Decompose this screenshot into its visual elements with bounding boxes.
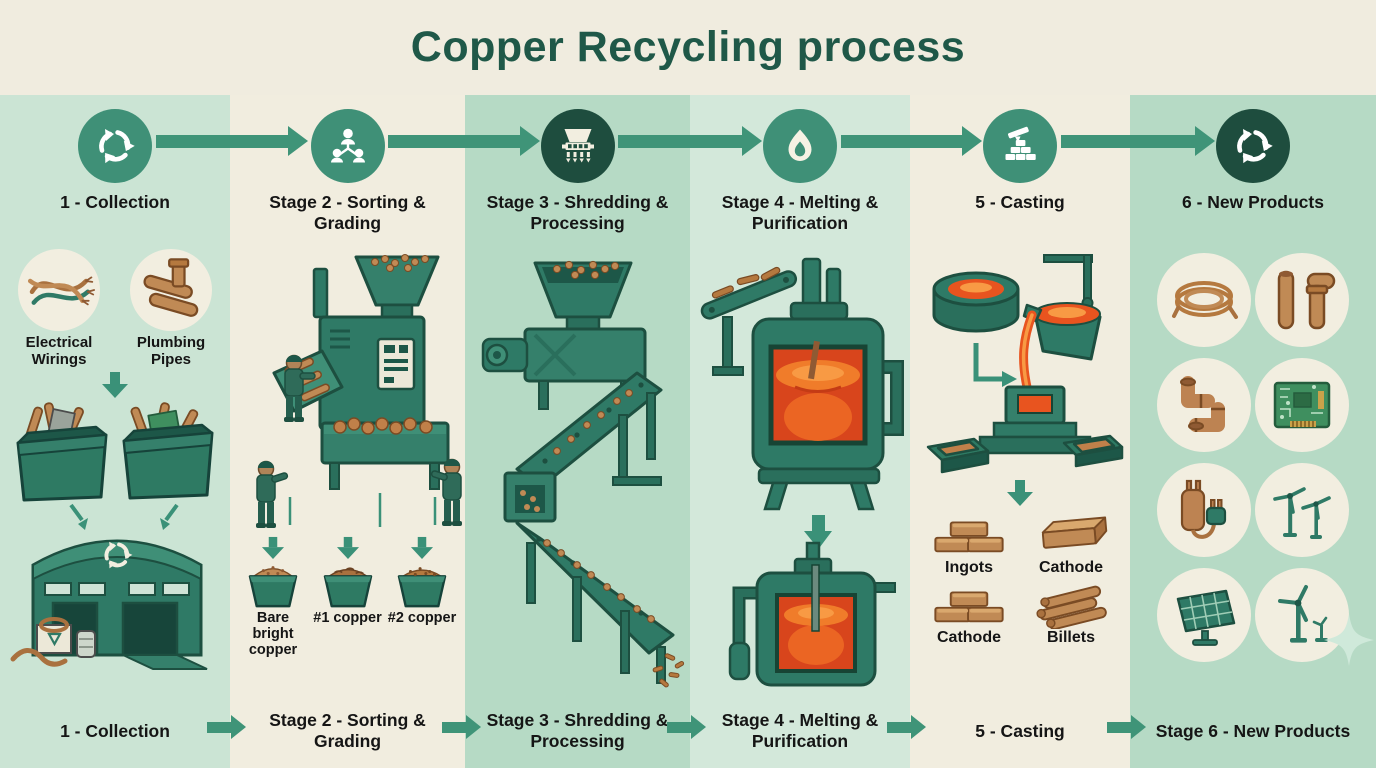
cast-products-grid: Ingots Cathode xyxy=(910,509,1130,647)
cast-product-cathode-2: Cathode xyxy=(918,579,1020,647)
stage-4-bottom-label: Stage 4 - Melting & Purification xyxy=(721,710,879,751)
stage-5-icon-circle xyxy=(983,109,1057,183)
wind-turbine-icon xyxy=(1255,568,1349,662)
grade-bin-icon xyxy=(248,566,298,608)
shredding-illustration xyxy=(465,247,690,694)
sorting-people-icon xyxy=(330,128,365,163)
electric-plug-heater-icon xyxy=(1157,463,1251,557)
collection-sources-row: Electrical Wirings xyxy=(7,249,223,369)
stage-5-top-label: 5 - Casting xyxy=(975,192,1065,212)
stage-column-6: 6 - New Products xyxy=(1130,95,1376,768)
stage-3-bottom-label: Stage 3 - Shredding & Processing xyxy=(486,710,669,751)
stage-column-1: 1 - Collection xyxy=(0,95,230,768)
copper-pipes-icon xyxy=(130,249,212,331)
stage-3-icon-circle xyxy=(540,109,615,183)
stage-column-4: Stage 4 - Melting & Purification xyxy=(690,95,910,768)
collection-source-electrical-wirings: Electrical Wirings xyxy=(7,249,111,369)
copper-grades-row: Bare bright copper #1 copper xyxy=(230,535,465,659)
stage-columns: 1 - Collection xyxy=(0,95,1376,768)
cast-product-label: Cathode xyxy=(937,629,1001,646)
page-title: Copper Recycling process xyxy=(410,23,966,71)
stage-column-2: Stage 2 - Sorting & Grading xyxy=(230,95,465,768)
down-arrow-icon xyxy=(336,536,359,560)
shredder-machine-illustration xyxy=(481,260,685,688)
cast-product-ingots: Ingots xyxy=(918,509,1020,577)
down-arrow-icon xyxy=(102,371,128,398)
solar-panel-icon xyxy=(1157,568,1251,662)
melting-illustration xyxy=(690,247,910,694)
copper-grade-number-2: #2 copper xyxy=(386,535,458,659)
stage-1-bottom-label: 1 - Collection xyxy=(60,720,170,741)
cast-product-label: Ingots xyxy=(945,559,993,576)
stage-2-top-label: Stage 2 - Sorting & Grading xyxy=(269,192,426,234)
billets-icon xyxy=(1036,585,1107,629)
worker-figure xyxy=(284,354,316,422)
casting-icon xyxy=(1005,126,1036,160)
copper-pipes-icon xyxy=(1255,253,1349,347)
cast-product-billets: Billets xyxy=(1020,579,1122,647)
collection-warehouse-illustration xyxy=(10,503,208,670)
collection-source-label: Plumbing Pipes xyxy=(136,334,206,368)
grade-bin-icon xyxy=(323,567,372,608)
down-arrow-icon xyxy=(261,536,285,560)
header-band: Copper Recycling process xyxy=(0,0,1376,95)
recycle-roof-mark xyxy=(104,541,133,568)
stage-6-icon-circle xyxy=(1216,109,1290,183)
cast-product-label: Cathode xyxy=(1039,559,1103,576)
down-arrow-icon xyxy=(410,536,434,560)
stage-4-top-label: Stage 4 - Melting & Purification xyxy=(721,192,879,234)
copper-grade-bare-bright: Bare bright copper xyxy=(237,535,309,659)
stage-2-bottom-label: Stage 2 - Sorting & Grading xyxy=(269,710,426,751)
collection-illustration: Electrical Wirings xyxy=(0,247,230,694)
grade-label: #2 copper xyxy=(387,610,457,626)
copper-wire-coil-icon xyxy=(1157,253,1251,347)
collection-source-plumbing-pipes: Plumbing Pipes xyxy=(119,249,223,369)
worker-figure xyxy=(430,458,462,526)
down-arrow-icon xyxy=(1007,480,1033,506)
scrap-bins-illustration xyxy=(16,401,214,502)
stage-1-top-label: 1 - Collection xyxy=(60,192,170,212)
stage-column-3: Stage 3 - Shredding & Processing xyxy=(465,95,690,768)
copper-wires-icon xyxy=(18,249,100,331)
casting-pour-illustration xyxy=(926,254,1124,474)
stage-5-bottom-label: 5 - Casting xyxy=(975,720,1065,741)
sorting-illustration: Bare bright copper #1 copper xyxy=(230,247,465,694)
pipe-fittings-icon xyxy=(1157,358,1251,452)
stage-6-bottom-label: Stage 6 - New Products xyxy=(1155,720,1351,741)
recycle-icon xyxy=(1237,129,1273,164)
grade-bin-icon xyxy=(397,567,447,608)
copper-grade-number-1: #1 copper xyxy=(312,535,384,659)
ingot-stack-icon xyxy=(934,591,1004,623)
ingot-stack-icon xyxy=(934,521,1004,553)
grade-label: #1 copper xyxy=(313,610,382,626)
wind-turbines-icon xyxy=(1255,463,1349,557)
stage-column-5: 5 - Casting xyxy=(910,95,1130,768)
stage-1-icon-circle xyxy=(78,109,152,183)
new-products-illustration xyxy=(1130,247,1376,694)
cathode-slab-icon xyxy=(1041,516,1108,549)
worker-figure xyxy=(256,460,289,528)
circuit-board-icon xyxy=(1255,358,1349,452)
melting-furnace-illustration xyxy=(700,257,904,687)
cast-product-label: Billets xyxy=(1046,629,1095,646)
stage-2-icon-circle xyxy=(310,109,385,183)
casting-illustration: Ingots Cathode xyxy=(910,247,1130,694)
sorting-machine-illustration xyxy=(256,254,462,528)
stage-6-top-label: 6 - New Products xyxy=(1182,192,1324,212)
new-products-grid xyxy=(1137,247,1369,668)
recycle-icon xyxy=(99,129,135,164)
collection-source-label: Electrical Wirings xyxy=(25,334,93,368)
sparkle-decoration xyxy=(1324,614,1374,666)
grade-label: Bare bright copper xyxy=(248,610,298,658)
cast-product-cathode: Cathode xyxy=(1020,509,1122,577)
stage-4-icon-circle xyxy=(763,109,837,183)
stage-3-top-label: Stage 3 - Shredding & Processing xyxy=(486,192,669,234)
flame-icon xyxy=(788,129,812,161)
shredder-icon xyxy=(561,129,594,163)
